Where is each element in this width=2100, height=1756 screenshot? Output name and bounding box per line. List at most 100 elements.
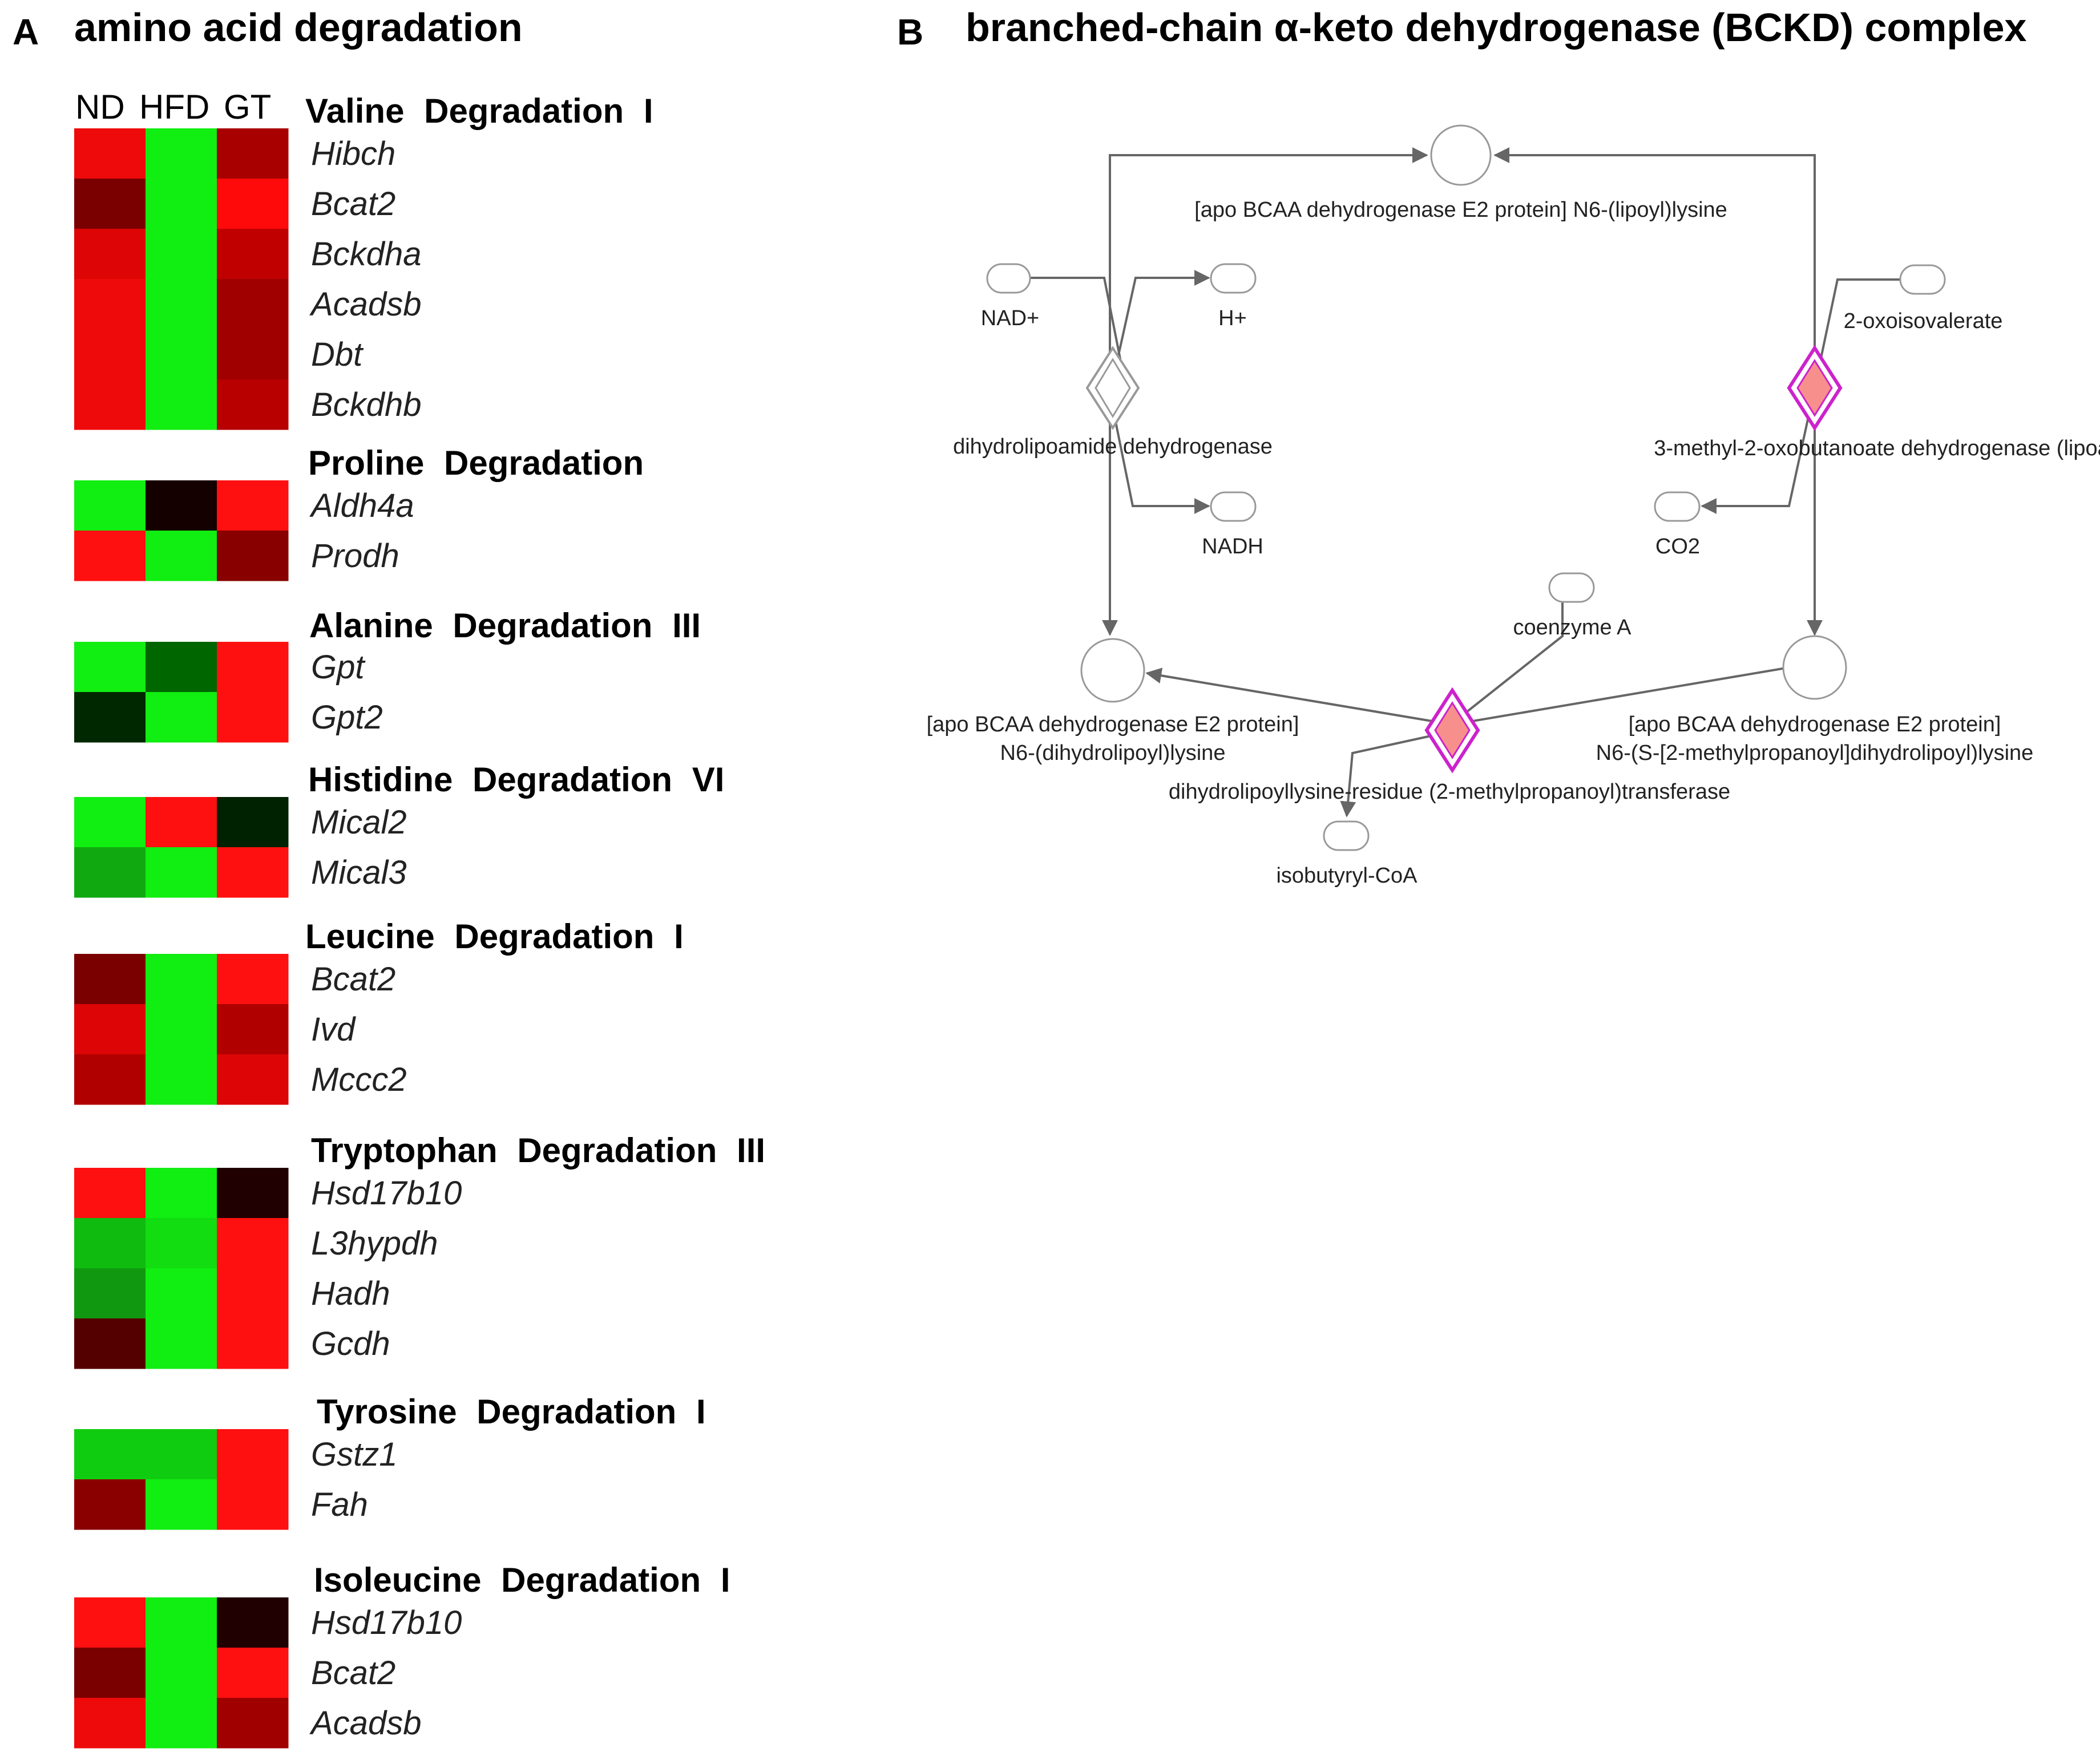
heatmap-cell <box>217 1054 289 1105</box>
edge-transferase-to-e2-dihydro <box>1145 667 1453 726</box>
edge-co2-out <box>1701 387 1816 514</box>
heatmap-cell <box>74 1597 146 1648</box>
heatmap-cell <box>146 1168 217 1219</box>
heatmap-cell <box>146 797 217 848</box>
heatmap-cell <box>74 847 146 898</box>
gene-label: Gpt <box>311 649 366 686</box>
gene-label: Bcat2 <box>311 1654 395 1692</box>
gene-label: Hadh <box>311 1275 390 1312</box>
column-header-gt: GT <box>224 88 271 126</box>
heatmap-cell <box>146 1268 217 1319</box>
node-e2-dihydrolipoyl <box>1080 638 1145 703</box>
heatmap-cell <box>74 1698 146 1749</box>
edge-oxoiso-in <box>1814 278 1900 389</box>
node-oxoisovalerate-pill <box>1899 264 1946 295</box>
heatmap-cell <box>74 692 146 743</box>
gene-label: Gstz1 <box>311 1436 398 1473</box>
label-e2-methyl-line1: [apo BCAA dehydrogenase E2 protein] <box>1629 713 2001 737</box>
heatmap-cell <box>217 642 289 693</box>
label-co2: CO2 <box>1655 535 1700 559</box>
heatmap-cell <box>217 797 289 848</box>
heatmap-cell <box>217 1648 289 1698</box>
label-transferase: dihydrolipoyllysine-residue (2-methylpro… <box>1169 780 1730 804</box>
heatmap-cell <box>217 954 289 1005</box>
heatmap-cell <box>74 1479 146 1530</box>
heatmap-cell <box>217 128 289 179</box>
heatmap-cell <box>217 1698 289 1749</box>
gene-label: Acadsb <box>309 286 421 323</box>
column-header-nd: ND <box>75 88 125 126</box>
edge-dld-to-e2-lipoyl <box>1109 147 1428 448</box>
label-h: H+ <box>1218 306 1247 330</box>
heatmap-cell <box>217 847 289 898</box>
heatmap-cell <box>146 279 217 330</box>
node-nadh-pill <box>1210 491 1257 522</box>
edge-bckd-to-e2-lipoyl <box>1493 147 1816 374</box>
heatmap-cell <box>217 179 289 229</box>
heatmap: Valine Degradation IHibchBcat2BckdhaAcad… <box>74 92 765 1749</box>
panel-a-title: amino acid degradation <box>74 5 523 50</box>
pathway-diagram: [apo BCAA dehydrogenase E2 protein] N6-(… <box>927 124 2100 888</box>
node-e2-lipoyl <box>1430 124 1492 186</box>
heatmap-cell <box>217 329 289 380</box>
heatmap-cell <box>217 1004 289 1055</box>
heatmap-cell <box>74 329 146 380</box>
heatmap-cell <box>74 229 146 280</box>
gene-label: Hsd17b10 <box>311 1175 462 1212</box>
heatmap-cell <box>74 954 146 1005</box>
gene-label: Bcat2 <box>311 961 395 998</box>
heatmap-cell <box>146 847 217 898</box>
heatmap-cell <box>74 1318 146 1369</box>
heatmap-cell <box>74 128 146 179</box>
gene-label: Aldh4a <box>309 487 414 524</box>
heatmap-cell <box>74 379 146 430</box>
heatmap-cell <box>146 379 217 430</box>
pathway-title: Tyrosine Degradation I <box>317 1393 706 1431</box>
gene-label: Mical3 <box>311 854 407 891</box>
label-e2-dihydro-line2: N6-(dihydrolipoyl)lysine <box>1000 741 1226 765</box>
heatmap-cell <box>146 1054 217 1105</box>
heatmap-cell <box>74 1218 146 1269</box>
gene-label: Prodh <box>311 537 399 574</box>
panel-a-letter: A <box>13 11 39 52</box>
heatmap-cell <box>74 1004 146 1055</box>
heatmap-cell <box>217 1429 289 1480</box>
heatmap-cell <box>217 1597 289 1648</box>
label-coa: coenzyme A <box>1513 616 1632 640</box>
label-bckd: 3-methyl-2-oxobutanoate dehydrogenase (l… <box>1654 436 2100 460</box>
gene-label: Hsd17b10 <box>311 1604 462 1641</box>
dld-enzyme-diamond <box>1085 346 1140 430</box>
label-dld: dihydrolipoamide dehydrogenase <box>953 435 1273 459</box>
heatmap-cell <box>217 229 289 280</box>
pathway-title: Alanine Degradation III <box>309 606 701 645</box>
heatmap-cell <box>74 1429 146 1480</box>
pathway-title: Valine Degradation I <box>305 92 653 130</box>
node-nad-pill <box>986 263 1031 294</box>
heatmap-cell <box>74 279 146 330</box>
edge-e2-methyl-to-transferase <box>1452 666 1790 726</box>
node-e2-methylpropanoyl <box>1782 635 1847 700</box>
heatmap-cell <box>146 1648 217 1698</box>
heatmap-cell <box>217 480 289 531</box>
pathway-title: Proline Degradation <box>308 444 644 482</box>
bckd-enzyme-diamond <box>1787 345 1843 431</box>
gene-label: Dbt <box>311 336 364 373</box>
heatmap-cell <box>74 642 146 693</box>
gene-label: Bckdhb <box>311 386 421 423</box>
node-co2-pill <box>1654 491 1701 522</box>
heatmap-cell <box>146 1597 217 1648</box>
node-h-pill <box>1210 263 1257 294</box>
heatmap-cell <box>217 1218 289 1269</box>
gene-label: Bcat2 <box>311 185 395 222</box>
heatmap-cell <box>74 1648 146 1698</box>
edge-coa-in <box>1463 602 1564 715</box>
panel-b-title: branched-chain α-keto dehydrogenase (BCK… <box>966 5 2027 50</box>
edge-nadh-out <box>1109 393 1210 514</box>
heatmap-cell <box>74 1268 146 1319</box>
label-e2-methyl-line2: N6-(S-[2-methylpropanoyl]dihydrolipoyl)l… <box>1596 741 2034 765</box>
pathway-title: Isoleucine Degradation I <box>314 1561 730 1599</box>
heatmap-cell <box>217 279 289 330</box>
heatmap-cell <box>74 797 146 848</box>
heatmap-cell <box>74 480 146 531</box>
